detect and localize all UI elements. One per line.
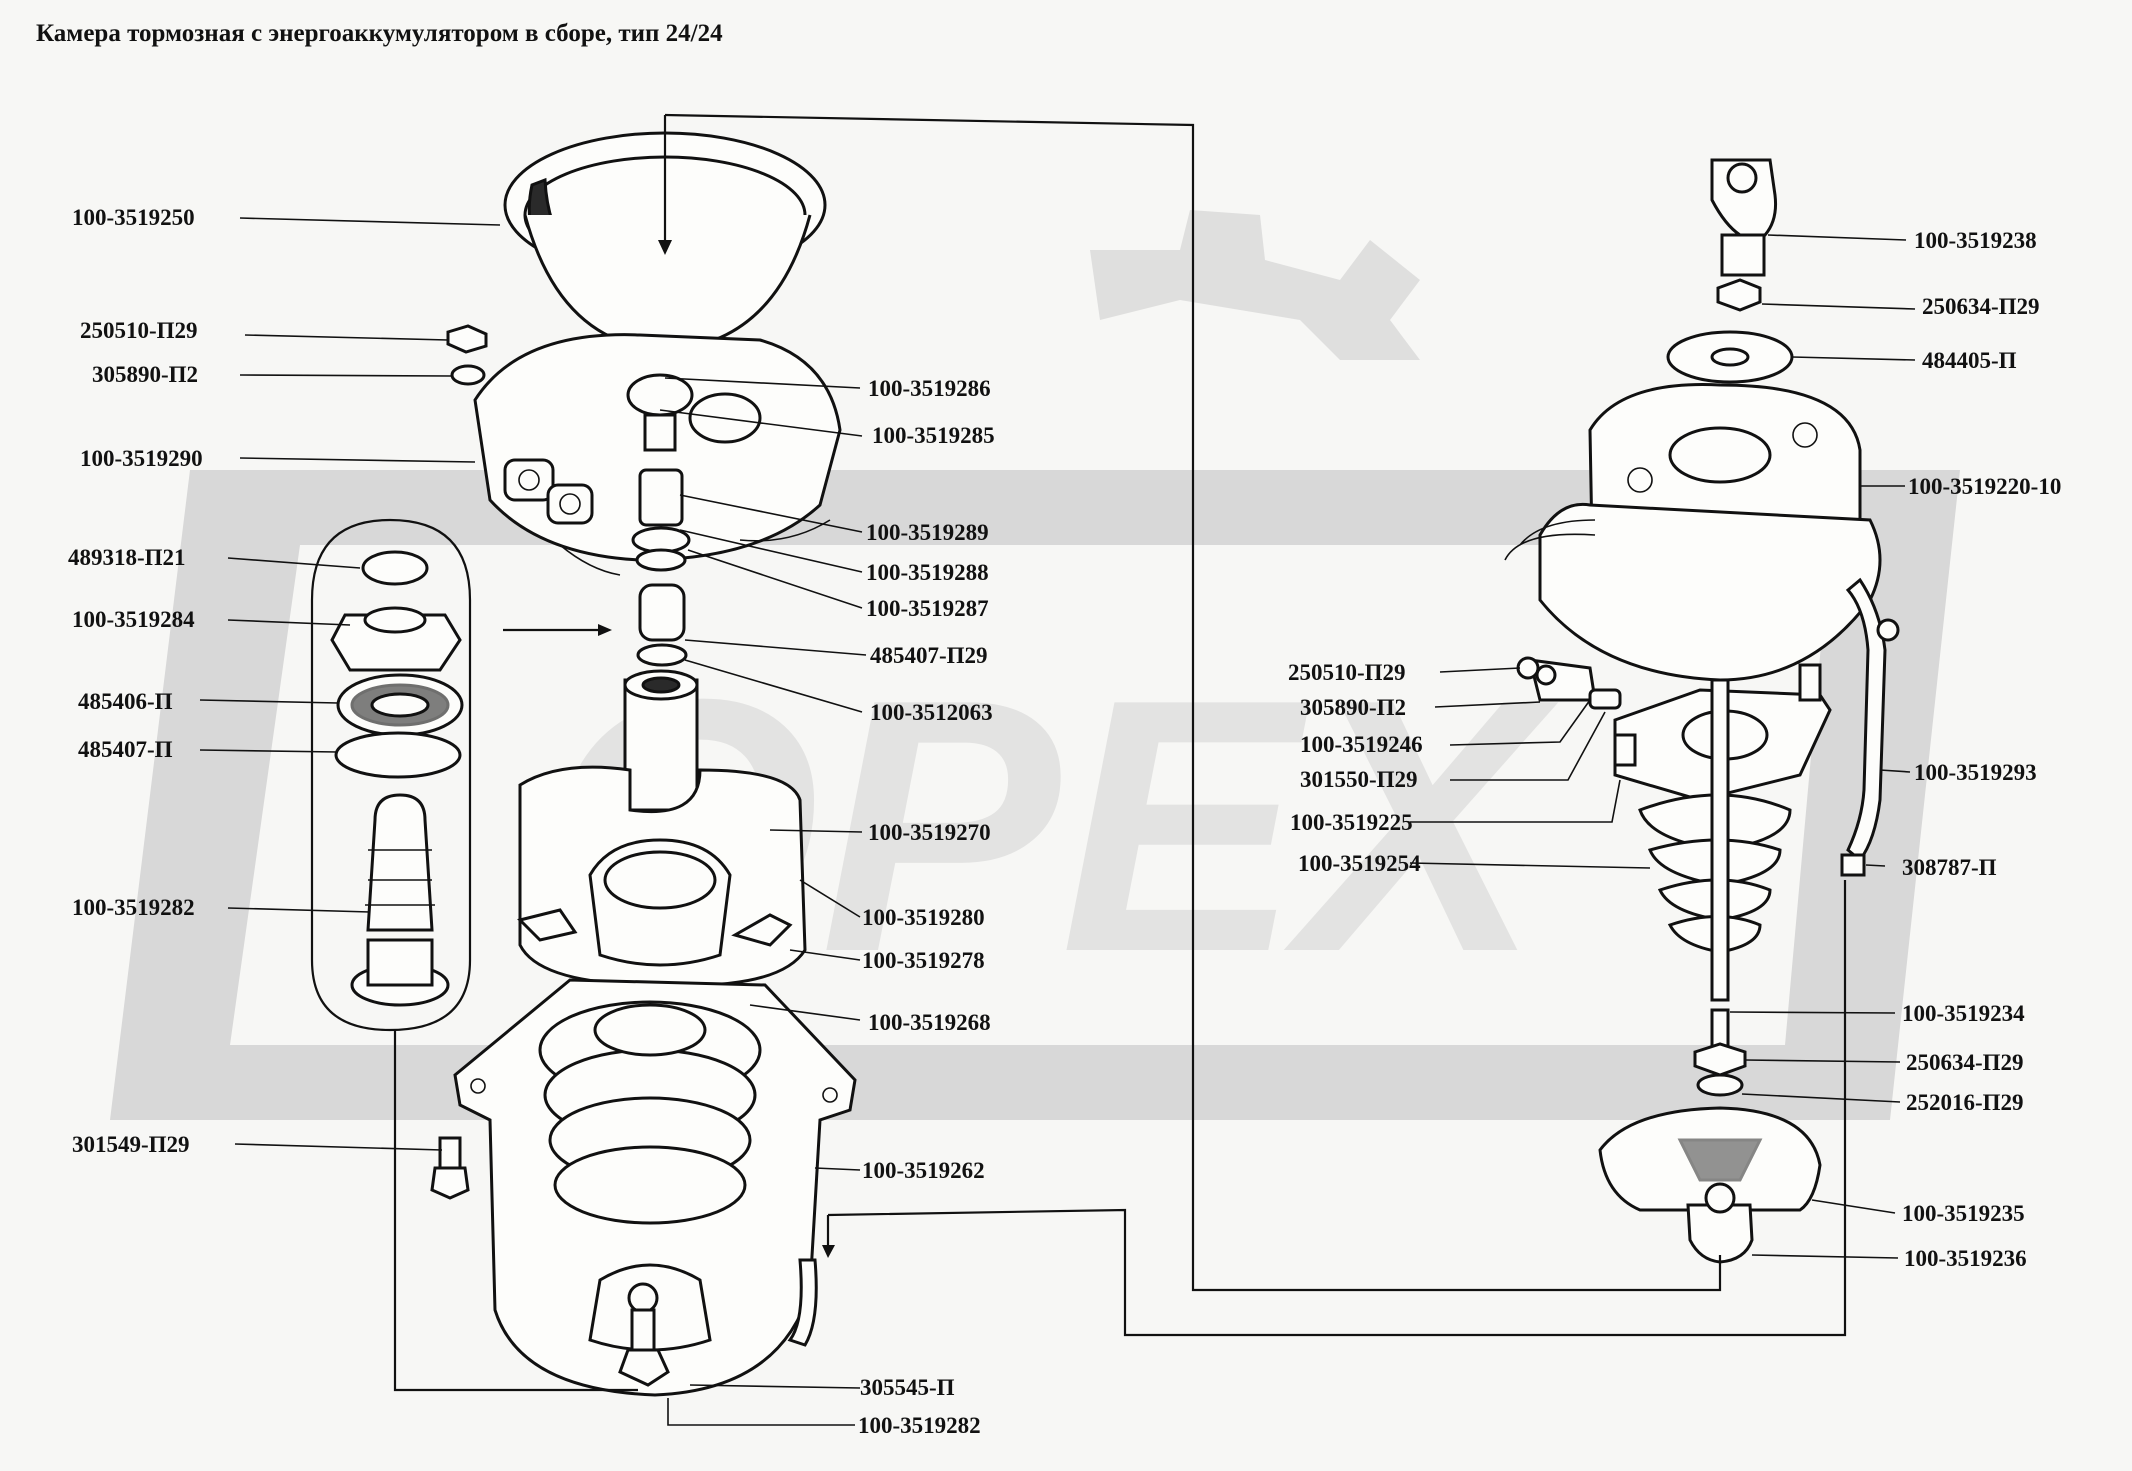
part-number-label: 100-3519234 — [1902, 1001, 2025, 1026]
page-title: Камера тормозная с энергоаккумулятором в… — [36, 20, 723, 47]
yoke-cup — [1598, 1106, 1822, 1264]
part-number-label: 100-3519278 — [862, 948, 985, 973]
part-number-label: 100-3519225 — [1290, 810, 1413, 835]
part-number-label: 100-3519250 — [72, 205, 195, 230]
part-number-label: 100-3519220-10 — [1908, 474, 2061, 499]
part-number-label: 489318-П21 — [68, 545, 186, 570]
part-labels-right-inner: 250510-П29 305890-П2 100-3519246 301550-… — [1288, 660, 1423, 876]
leader-lines — [199, 217, 1916, 1426]
part-number-label: 305545-П — [860, 1375, 955, 1400]
right-assembly — [1504, 158, 1900, 1264]
part-labels-center: 100-3519286 100-3519285 100-3519289 100-… — [858, 376, 995, 1438]
part-number-label: 250510-П29 — [80, 318, 198, 343]
part-number-label: 100-3512063 — [870, 700, 993, 725]
clevis-fork — [1710, 158, 1777, 277]
clamp-hardware — [1516, 656, 1622, 710]
part-number-label: 308787-П — [1902, 855, 1997, 880]
part-number-label: 100-3519282 — [858, 1413, 981, 1438]
part-number-label: 250510-П29 — [1288, 660, 1406, 685]
part-number-label: 100-3519280 — [862, 905, 985, 930]
connector-lines — [393, 113, 1847, 1392]
lower-housing — [453, 978, 857, 1397]
part-number-label: 301550-П29 — [1300, 767, 1418, 792]
spring-cylinder — [517, 669, 807, 988]
part-number-label: 100-3519293 — [1914, 760, 2037, 785]
nut-washer-pair — [446, 324, 488, 386]
part-number-label: 485406-П — [78, 689, 173, 714]
part-number-label: 100-3519235 — [1902, 1201, 2025, 1226]
bolt-part — [430, 1136, 470, 1200]
part-number-label: 301549-П29 — [72, 1132, 190, 1157]
part-number-label: 100-3519290 — [80, 446, 203, 471]
part-number-label: 100-3519246 — [1300, 732, 1423, 757]
bearing-stack — [330, 550, 464, 1007]
part-number-label: 100-3519254 — [1298, 851, 1421, 876]
part-labels-left: 100-3519250 250510-П29 305890-П2 100-351… — [68, 205, 203, 1157]
part-number-label: 100-3519288 — [866, 560, 989, 585]
part-number-label: 100-3519285 — [872, 423, 995, 448]
part-number-label: 100-3519236 — [1904, 1246, 2027, 1271]
part-number-label: 252016-П29 — [1906, 1090, 2024, 1115]
part-number-label: 100-3519268 — [868, 1010, 991, 1035]
part-number-label: 100-3519289 — [866, 520, 989, 545]
piston-stack — [626, 373, 694, 667]
nut-upper — [1716, 278, 1762, 312]
spring-brake-cylinder — [1504, 383, 1882, 682]
part-number-label: 100-3519262 — [862, 1158, 985, 1183]
part-number-label: 305890-П2 — [1300, 695, 1406, 720]
part-number-label: 100-3519284 — [72, 607, 195, 632]
part-number-label: 100-3519270 — [868, 820, 991, 845]
part-number-label: 100-3519238 — [1914, 228, 2037, 253]
flat-washer-large — [1666, 330, 1794, 384]
subassembly-outline — [310, 518, 472, 1032]
part-number-label: 250634-П29 — [1906, 1050, 2024, 1075]
part-number-label: 100-3519286 — [868, 376, 991, 401]
part-number-label: 484405-П — [1922, 348, 2017, 373]
part-labels-right: 100-3519238 250634-П29 484405-П 100-3519… — [1902, 228, 2061, 1271]
part-number-label: 485407-П29 — [870, 643, 988, 668]
part-number-label: 485407-П — [78, 737, 173, 762]
part-number-label: 100-3519282 — [72, 895, 195, 920]
part-number-label: 100-3519287 — [866, 596, 989, 621]
spring-coil-right — [1638, 678, 1792, 1002]
rod-and-nut — [1693, 1008, 1747, 1097]
hose-pipe — [1840, 577, 1900, 877]
part-number-label: 250634-П29 — [1922, 294, 2040, 319]
part-number-label: 305890-П2 — [92, 362, 198, 387]
